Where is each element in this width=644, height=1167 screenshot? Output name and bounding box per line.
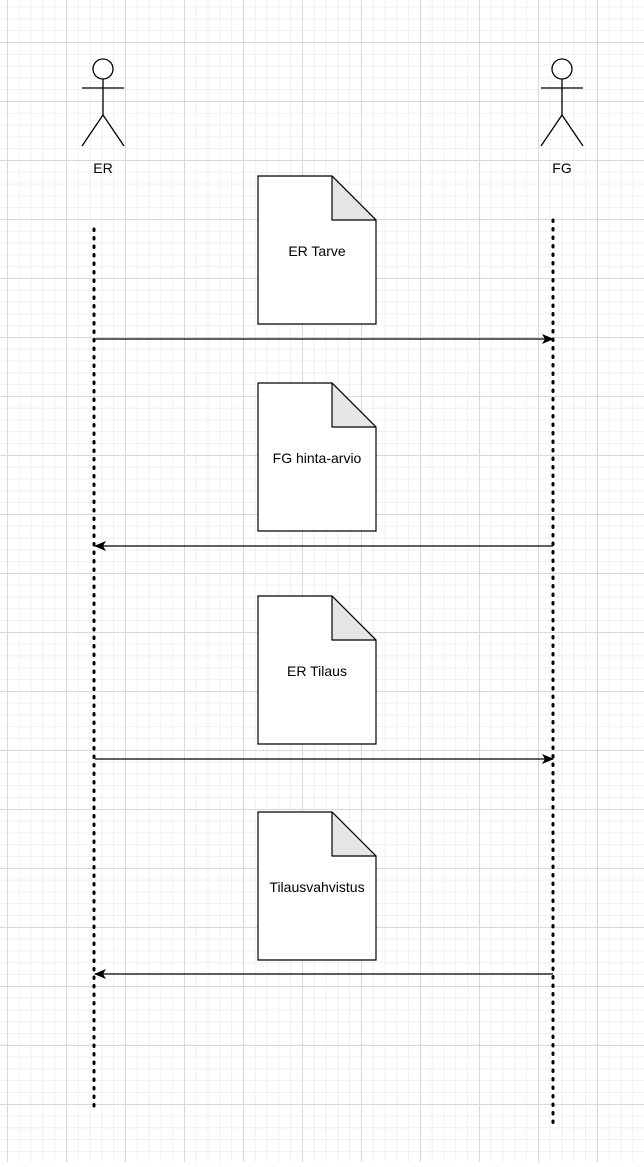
document-fold bbox=[331, 595, 377, 641]
document-label: ER Tarve bbox=[288, 243, 346, 259]
document-fg-hinta-arvio[interactable]: FG hinta-arvio bbox=[257, 382, 377, 532]
actor-label-fg: FG bbox=[552, 160, 571, 176]
document-er-tilaus[interactable]: ER Tilaus bbox=[257, 595, 377, 745]
document-tilausvahvistus[interactable]: Tilausvahvistus bbox=[257, 811, 377, 961]
stick-figure-icon bbox=[540, 58, 584, 147]
document-fold bbox=[331, 811, 377, 857]
actor-label-er: ER bbox=[93, 160, 112, 176]
stick-figure-icon bbox=[81, 58, 125, 147]
actor-er[interactable]: ER bbox=[81, 58, 125, 176]
document-label: FG hinta-arvio bbox=[273, 450, 362, 466]
document-label: ER Tilaus bbox=[287, 663, 347, 679]
document-fold bbox=[331, 382, 377, 428]
document-er-tarve[interactable]: ER Tarve bbox=[257, 175, 377, 325]
document-label: Tilausvahvistus bbox=[269, 879, 364, 895]
actor-fg[interactable]: FG bbox=[540, 58, 584, 176]
document-fold bbox=[331, 175, 377, 221]
